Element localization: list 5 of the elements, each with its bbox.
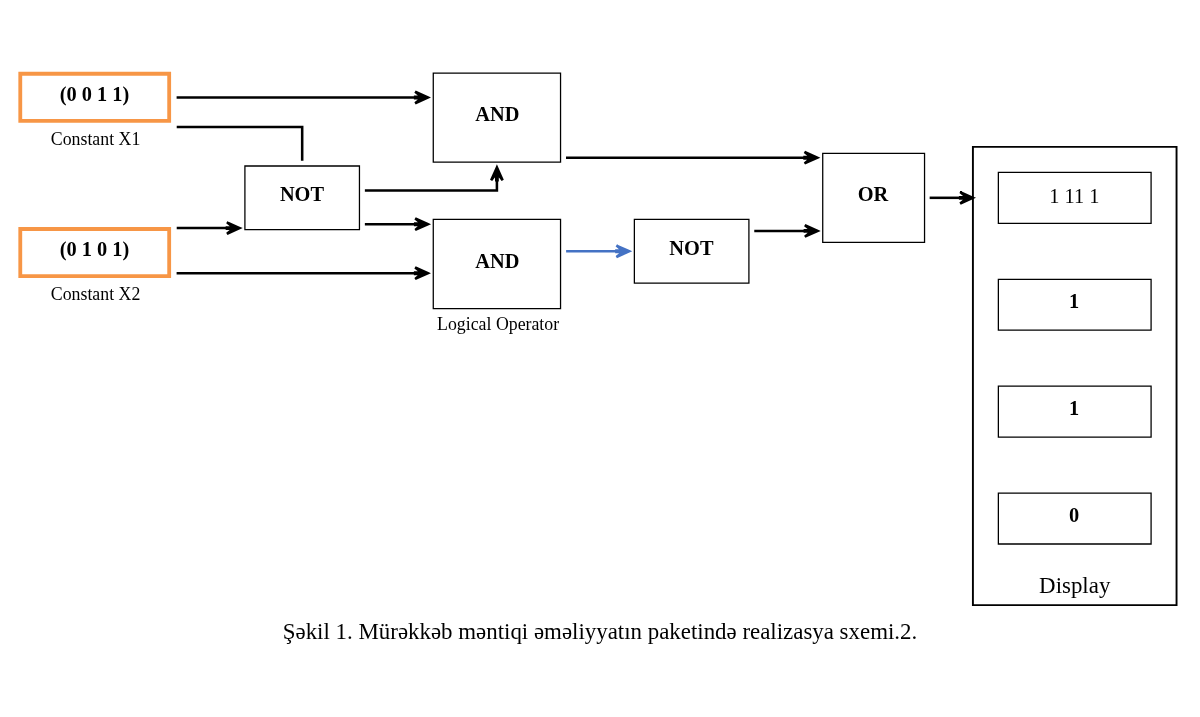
node-label: Logical Operator: [437, 314, 560, 335]
node-label: Constant X1: [50, 128, 141, 149]
caption: Şəkil 1. Mürəkkəb məntiqi əməliyyatın paketində realizasya sxemi.2.: [282, 618, 918, 644]
node-label: Constant X2: [50, 283, 141, 304]
node-label: Display: [1039, 572, 1111, 598]
